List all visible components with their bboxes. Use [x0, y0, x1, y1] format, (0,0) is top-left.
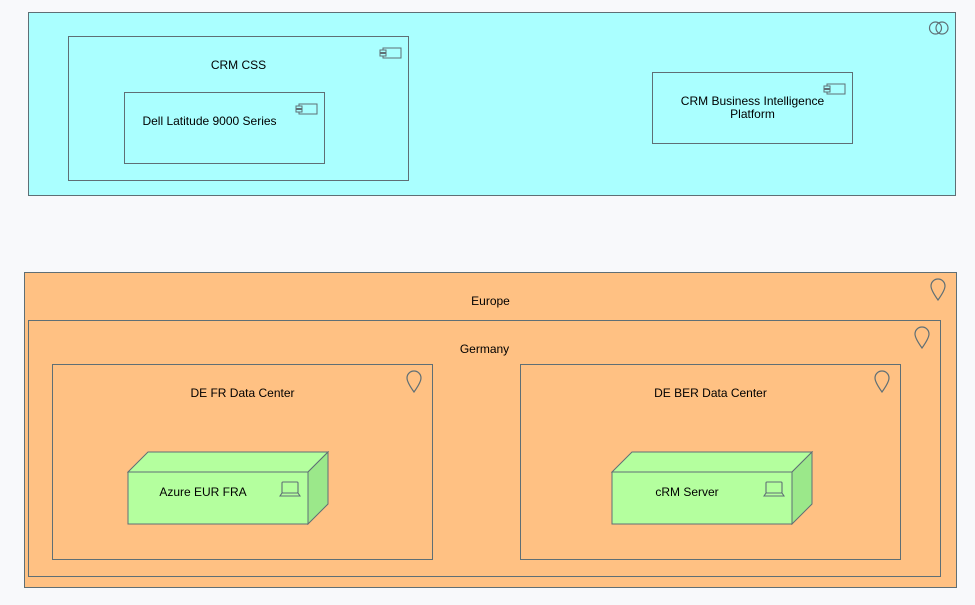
- location-pin-icon: [873, 370, 891, 394]
- component-label: CRM Business Intelligence Platform: [680, 94, 825, 121]
- component-label: CRM CSS: [210, 58, 267, 72]
- component-icon: [823, 82, 847, 96]
- location-pin-icon: [929, 278, 947, 302]
- location-pin-icon: [405, 370, 423, 394]
- device-icon: [279, 480, 301, 498]
- component-dell-latitude[interactable]: Dell Latitude 9000 Series: [124, 92, 325, 164]
- location-label: Europe: [471, 294, 510, 308]
- component-icon: [295, 102, 319, 116]
- component-crm-bi-platform[interactable]: CRM Business Intelligence Platform: [652, 72, 853, 144]
- node-azure-eur-fra[interactable]: Azure EUR FRA: [127, 451, 330, 525]
- node-shape: [127, 451, 330, 525]
- node-label: cRM Server: [655, 485, 719, 499]
- component-label: Dell Latitude 9000 Series: [142, 114, 277, 128]
- device-icon: [763, 480, 785, 498]
- node-crm-server[interactable]: cRM Server: [611, 451, 814, 525]
- location-label: DE FR Data Center: [190, 386, 295, 400]
- location-label: Germany: [459, 342, 510, 356]
- component-icon: [379, 46, 403, 60]
- location-de-fr-datacenter[interactable]: DE FR Data Center: [52, 364, 433, 560]
- location-label: DE BER Data Center: [654, 386, 767, 400]
- node-label: Azure EUR FRA: [159, 485, 247, 499]
- grouping-icon: [928, 20, 950, 36]
- location-pin-icon: [913, 326, 931, 350]
- node-shape: [611, 451, 814, 525]
